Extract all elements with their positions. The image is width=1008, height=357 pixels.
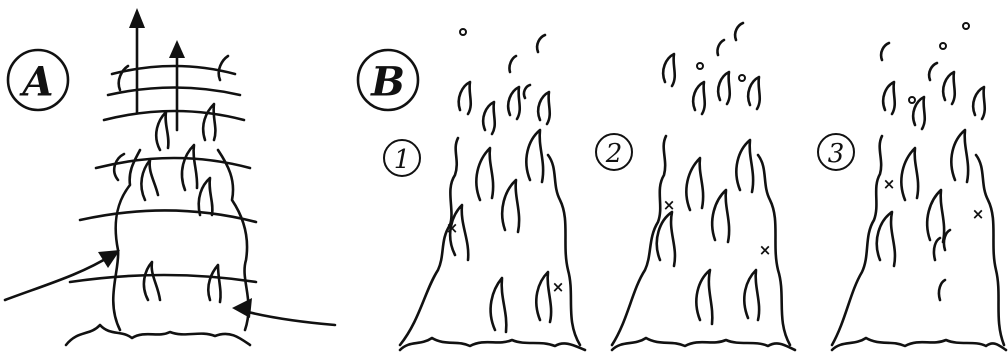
- variant-2-label: 2: [596, 134, 632, 170]
- svg-text:3: 3: [828, 139, 845, 169]
- svg-text:A: A: [18, 59, 53, 106]
- flame-column-a: [113, 56, 248, 330]
- mark-x: ×: [663, 196, 676, 214]
- mark-x: ×: [552, 278, 565, 296]
- variant-3: 3 × ×: [818, 23, 1006, 350]
- svg-text:2: 2: [605, 139, 623, 169]
- panel-a-label: A: [8, 50, 68, 110]
- flame-group-3: [832, 23, 1004, 345]
- inflow-arrows: [5, 250, 335, 325]
- ground-line-2: [612, 338, 795, 350]
- ground-line-3: [832, 338, 1006, 350]
- svg-text:B: B: [370, 59, 405, 106]
- mark-x: ×: [883, 175, 896, 193]
- mark-x: ×: [759, 241, 772, 259]
- mark-x: ×: [972, 205, 985, 223]
- panel-b-label: B: [358, 50, 418, 110]
- variant-1: 1 × ×: [384, 29, 585, 350]
- svg-text:1: 1: [394, 145, 411, 175]
- ground-line-a: [66, 325, 250, 345]
- variant-3-label: 3: [818, 134, 854, 170]
- variant-2: 2 × ×: [596, 23, 795, 350]
- flame-group-1: [400, 29, 580, 345]
- ground-line-1: [400, 338, 585, 350]
- panel-a: A: [5, 8, 335, 345]
- heat-bands: [70, 66, 256, 282]
- variant-1-label: 1: [384, 140, 420, 176]
- flame-group-2: [612, 23, 790, 345]
- panel-b: B 1: [358, 23, 1006, 350]
- mark-x: ×: [446, 219, 459, 237]
